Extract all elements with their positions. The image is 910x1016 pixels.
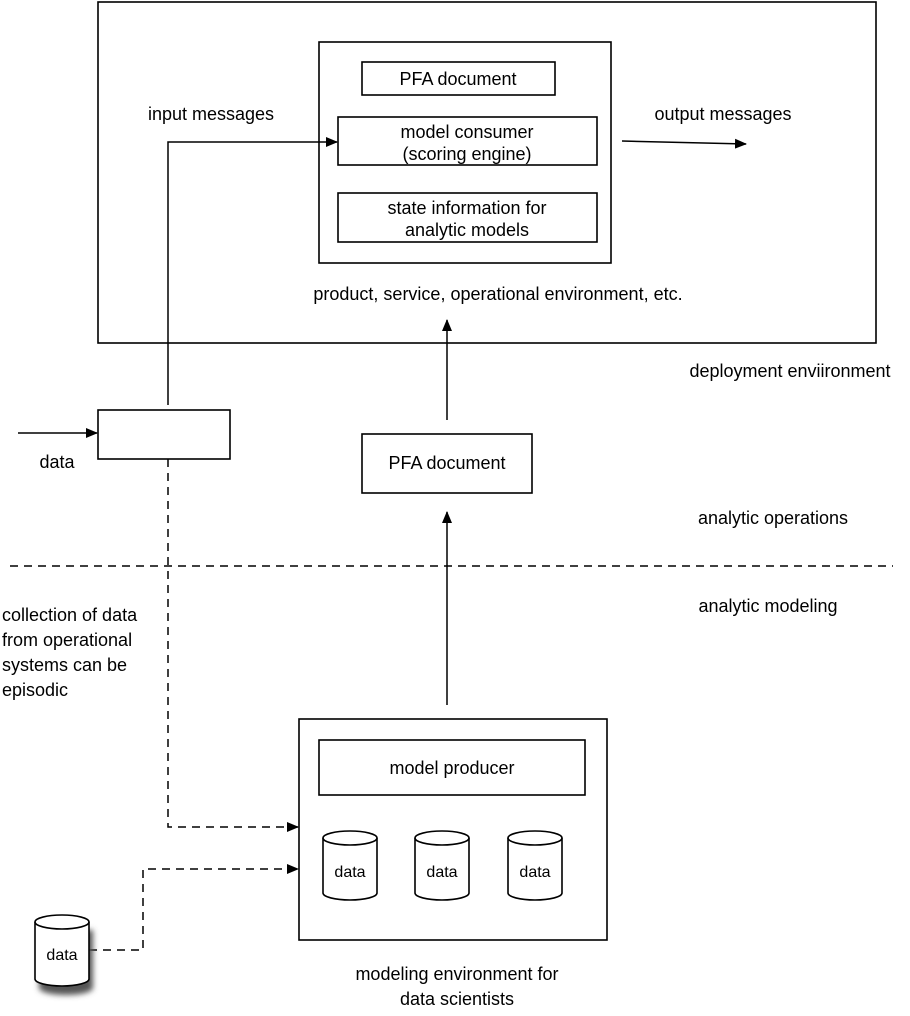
input-messages-arrow	[167, 137, 338, 405]
output-messages-arrow	[621, 138, 747, 149]
modeling-environment-label-2: data scientists	[400, 989, 514, 1009]
data-store-1-label: data	[334, 864, 365, 881]
data-store-3-label: data	[519, 864, 550, 881]
input-messages-label: input messages	[148, 104, 274, 124]
collection-note-3: systems can be	[2, 655, 127, 675]
collection-note-4: episodic	[2, 680, 68, 700]
data-store-2-label: data	[426, 864, 457, 881]
pfa-document-inner-label: PFA document	[399, 69, 516, 89]
output-messages-label: output messages	[654, 104, 791, 124]
analytic-modeling-label: analytic modeling	[698, 596, 837, 616]
collection-note-1: collection of data	[2, 605, 138, 625]
deployment-environment-label: deployment enviironment	[689, 361, 890, 381]
data-store-2: data	[414, 830, 470, 901]
external-data-store: data	[34, 914, 93, 995]
container-label: product, service, operational environmen…	[313, 284, 682, 304]
data-collector-box	[97, 409, 231, 460]
model-producer-box	[318, 739, 586, 796]
collection-dashed-arrow	[167, 459, 299, 832]
model-consumer-label: model consumer	[400, 122, 533, 142]
data-store-1: data	[322, 830, 378, 901]
model-producer-label: model producer	[389, 758, 514, 778]
collection-note-2: from operational	[2, 630, 132, 650]
analytic-operations-label: analytic operations	[698, 508, 848, 528]
state-information-label-2: analytic models	[405, 220, 529, 240]
modeling-environment-label-1: modeling environment for	[355, 964, 558, 984]
state-information-box	[337, 192, 598, 243]
scoring-engine-label: (scoring engine)	[402, 144, 531, 164]
external-data-store-label: data	[46, 947, 77, 964]
data-store-3: data	[507, 830, 563, 901]
external-data-dashed-arrow	[89, 864, 299, 951]
pfa-document-label: PFA document	[388, 453, 505, 473]
data-input-label: data	[39, 452, 75, 472]
state-information-label-1: state information for	[387, 198, 546, 218]
model-consumer-box	[337, 116, 598, 166]
pfa-document-box	[361, 433, 533, 494]
pfa-document-inner-box	[361, 61, 556, 96]
